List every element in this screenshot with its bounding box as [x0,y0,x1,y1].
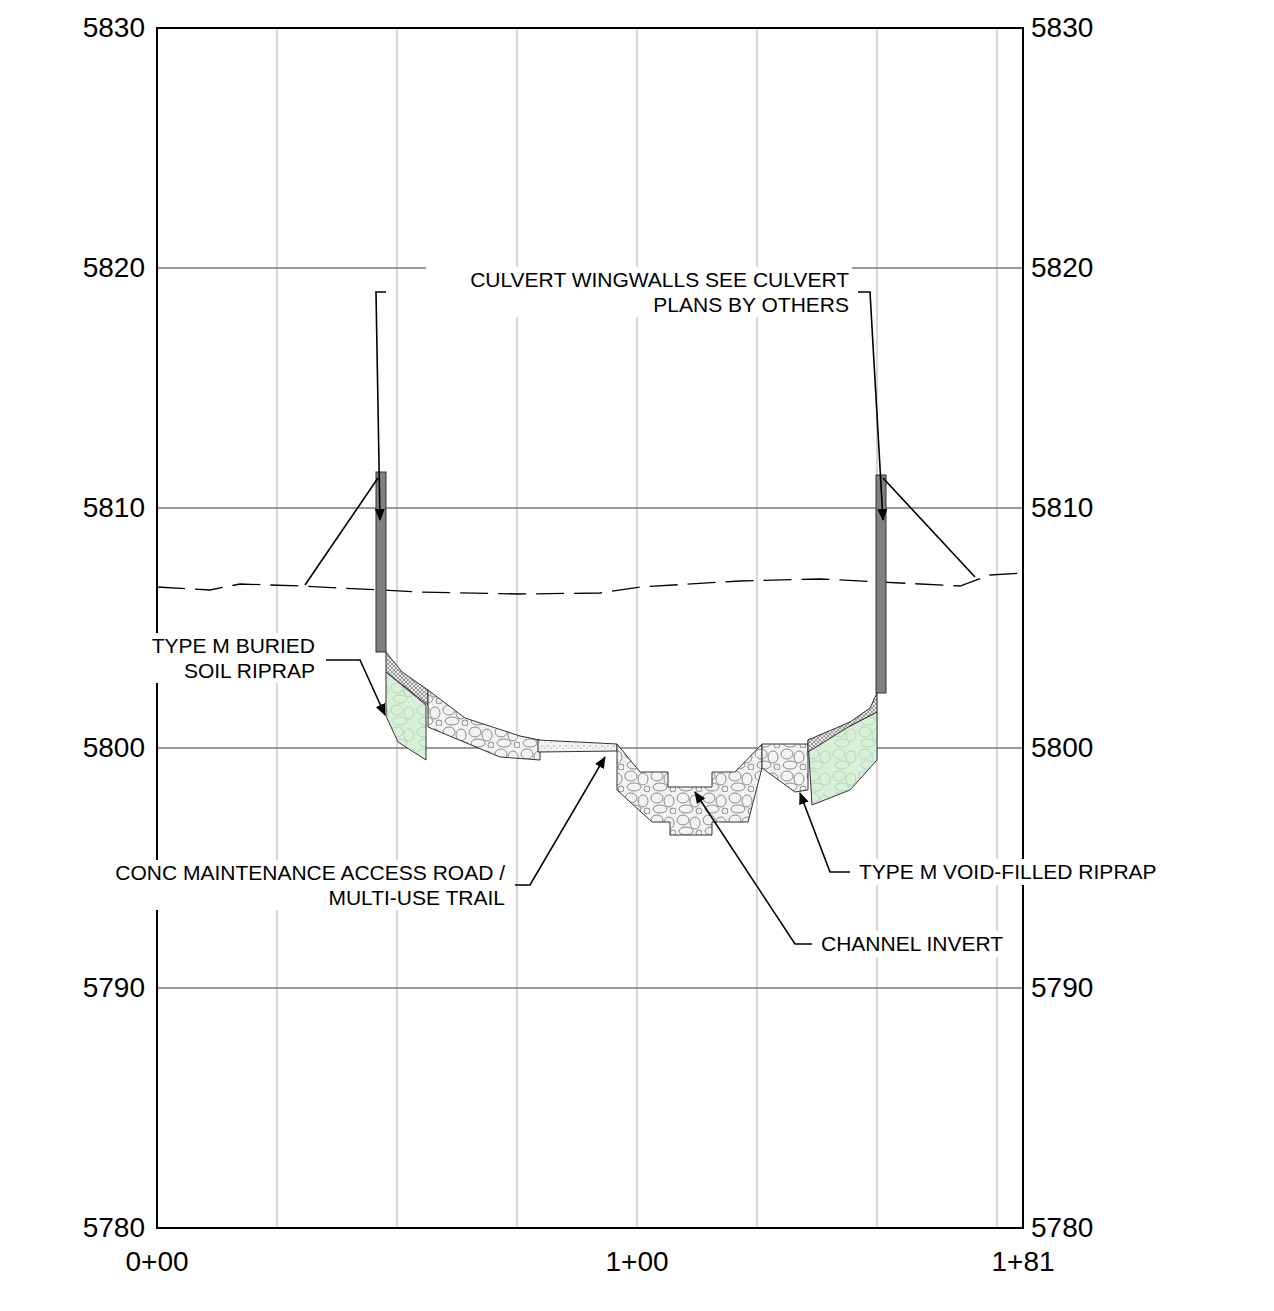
callout-label: TYPE M VOID-FILLED RIPRAP [856,859,1160,884]
elevation-label: 5830 [83,11,145,45]
elevation-label: 5810 [1031,491,1093,525]
elevation-label: 5800 [1031,731,1093,765]
station-label: 1+81 [991,1245,1054,1279]
station-label: 0+00 [125,1245,188,1279]
callout-label: CULVERT WINGWALLS SEE CULVERT PLANS BY O… [426,267,852,317]
elevation-label: 5790 [83,971,145,1005]
elevation-label: 5790 [1031,971,1093,1005]
elevation-label: 5780 [83,1211,145,1245]
elevation-label: 5820 [83,251,145,285]
elevation-label: 5780 [1031,1211,1093,1245]
elevation-label: 5810 [83,491,145,525]
station-label: 1+00 [605,1245,668,1279]
callout-label: TYPE M BURIED SOIL RIPRAP [112,633,318,683]
callout-label: CHANNEL INVERT [818,931,1006,956]
callout-label: CONC MAINTENANCE ACCESS ROAD / MULTI-USE… [107,860,508,910]
elevation-label: 5830 [1031,11,1093,45]
elevation-label: 5800 [83,731,145,765]
elevation-label: 5820 [1031,251,1093,285]
